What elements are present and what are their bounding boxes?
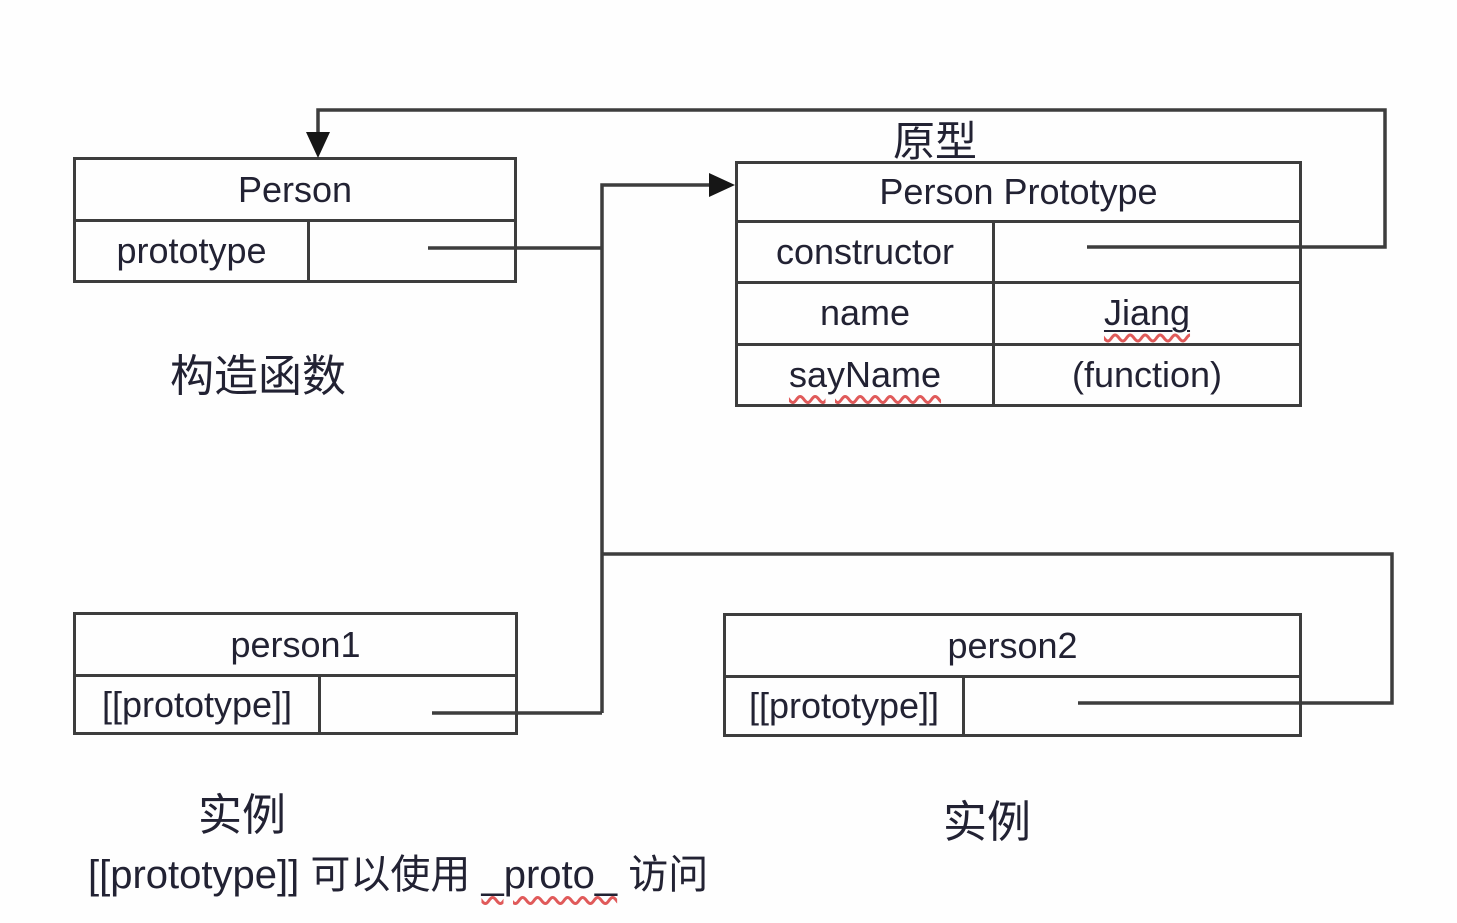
person2-instance-box: person2 [[prototype]] [723,613,1302,737]
sayname-row: sayName (function) [738,342,1299,404]
trunk-to-prototype-line [600,183,712,713]
person2-prototype-value [965,678,1299,734]
footnote-suffix: 访问 [617,853,709,897]
person-prototype-key: prototype [76,222,310,280]
proto-box-title: Person Prototype [738,164,1299,223]
instance2-caption: 实例 [943,798,1031,847]
footnote-prefix: [[prototype]] 可以使用 [88,853,482,897]
person-prototype-value [310,222,514,280]
person-prototype-box: Person Prototype constructor name Jiang … [735,161,1302,407]
person-prototype-row: prototype [76,222,514,280]
arrowhead-right-into-prototype [709,173,735,197]
person1-prototype-value [321,677,515,732]
person2-box-title: person2 [726,616,1299,678]
footnote-text: [[prototype]] 可以使用 _proto_ 访问 [88,842,708,900]
sayname-key: sayName [738,345,995,404]
arrowhead-down-into-person [306,132,330,158]
person1-instance-box: person1 [[prototype]] [73,612,518,735]
constructor-caption: 构造函数 [170,352,346,401]
person1-prototype-row: [[prototype]] [76,677,515,732]
person2-prototype-key: [[prototype]] [726,678,965,734]
name-value: Jiang [1103,292,1191,334]
person-constructor-box: Person prototype [73,157,517,283]
sayname-value: (function) [1071,353,1223,395]
name-row: name Jiang [738,281,1299,343]
person1-box-title: person1 [76,615,515,677]
constructor-key: constructor [738,223,995,282]
prototype-label: 原型 [893,118,978,165]
name-key: name [738,284,995,343]
person1-prototype-key: [[prototype]] [76,677,321,732]
person2-prototype-row: [[prototype]] [726,678,1299,734]
instance1-caption: 实例 [198,791,286,840]
constructor-value [995,223,1299,281]
constructor-row: constructor [738,223,1299,282]
person-box-title: Person [76,160,514,222]
footnote-proto-term: _proto_ [481,853,618,897]
